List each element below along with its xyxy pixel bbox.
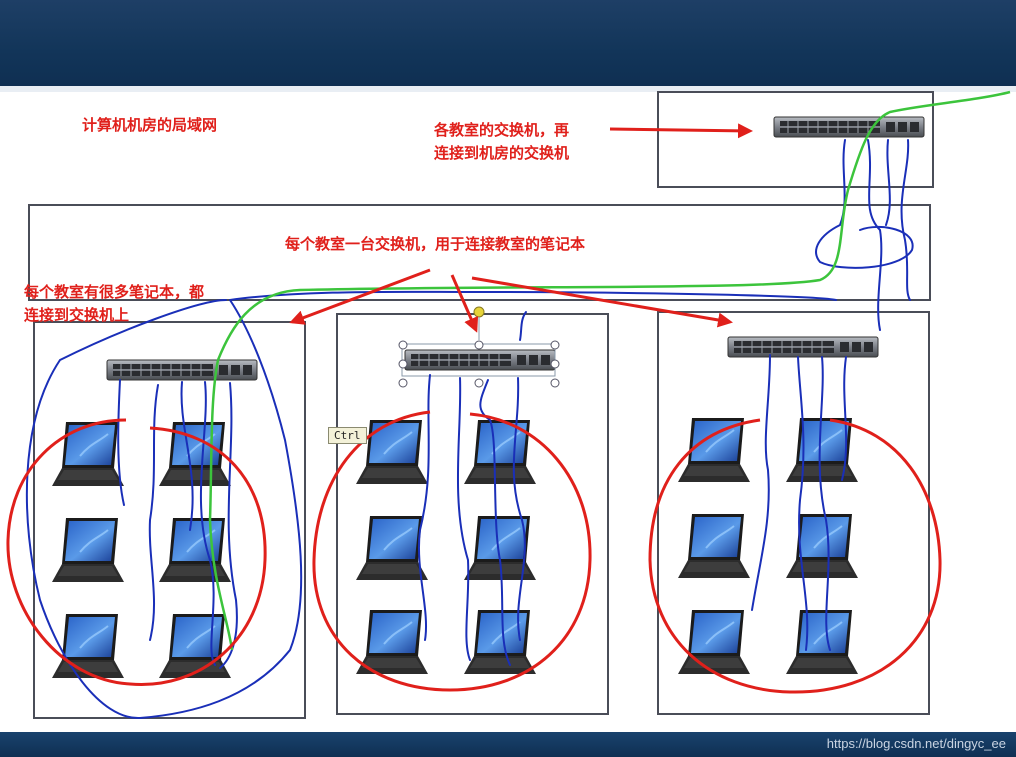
laptops-note-line1: 每个教室有很多笔记本，都 — [24, 283, 205, 301]
laptops-note-line2: 连接到交换机上 — [24, 306, 130, 324]
uplink-cable — [208, 90, 1011, 651]
header-divider — [0, 86, 1016, 92]
classroom-switch-note: 每个教室一台交换机，用于连接教室的笔记本 — [285, 235, 586, 253]
laptop-icon — [355, 609, 429, 675]
laptop-icon — [677, 609, 751, 675]
switch-layer-frame — [28, 204, 931, 301]
laptop-icon — [355, 419, 429, 485]
laptop-icon — [677, 513, 751, 579]
laptop-icon — [463, 419, 537, 485]
laptop-icon — [158, 517, 232, 583]
network-switch-icon — [727, 336, 879, 358]
selection-handles — [398, 306, 560, 388]
core-switch-note-line1: 各教室的交换机，再 — [434, 121, 570, 139]
laptop-icon — [51, 613, 125, 679]
slide-footer-bar — [0, 732, 1016, 757]
laptop-icon — [677, 417, 751, 483]
network-switch-icon — [404, 349, 556, 371]
laptop-icon — [51, 421, 125, 487]
annotation-arrows — [289, 123, 753, 333]
core-switch-note-line2: 连接到机房的交换机 — [434, 144, 570, 162]
core-room-frame — [657, 91, 934, 188]
network-switch-icon — [106, 359, 258, 381]
laptop-icon — [355, 515, 429, 581]
cable-scribbles — [25, 139, 914, 720]
slide-title: 计算机机房的局域网 — [82, 116, 218, 134]
laptop-icon — [785, 417, 859, 483]
slide-header-bar — [0, 0, 1016, 86]
classroom-2-frame — [336, 313, 609, 715]
classroom-3-frame — [657, 311, 930, 715]
laptop-icon — [51, 517, 125, 583]
network-switch-icon — [773, 116, 925, 138]
ctrl-tooltip: Ctrl — [328, 427, 367, 444]
classroom-highlight-circles — [6, 410, 942, 694]
watermark-text: https://blog.csdn.net/dingyc_ee — [826, 736, 1006, 751]
laptop-icon — [785, 513, 859, 579]
laptop-icon — [463, 609, 537, 675]
classroom-1-frame — [33, 321, 306, 719]
laptop-icon — [785, 609, 859, 675]
